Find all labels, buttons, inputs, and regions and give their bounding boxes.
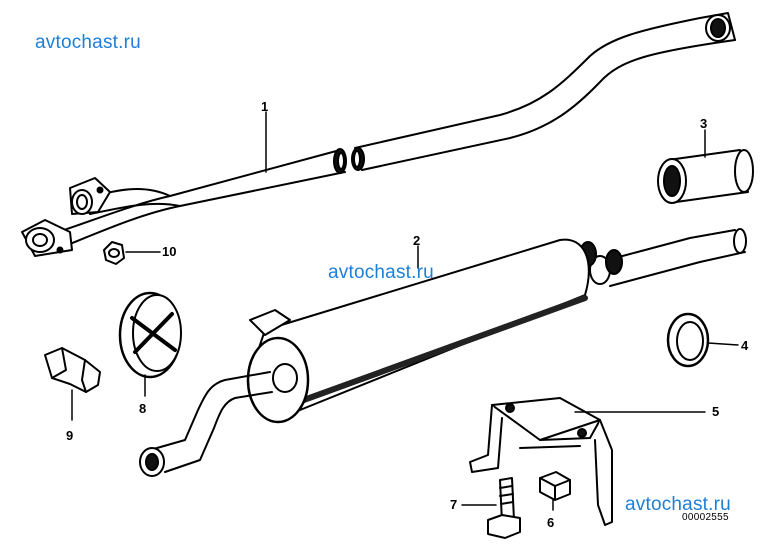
- front-pipe-part-1: [21, 148, 347, 257]
- muffler-part-2: [139, 228, 747, 477]
- sleeve-part-3: [657, 129, 754, 204]
- callout-10: 10: [162, 244, 177, 259]
- callout-7: 7: [450, 497, 458, 512]
- bolt-part-7: [461, 477, 521, 539]
- rubber-mount-part-8: [118, 291, 182, 397]
- callout-1: 1: [261, 99, 269, 114]
- callout-6: 6: [547, 515, 555, 530]
- clip-part-9: [44, 347, 101, 421]
- callout-8: 8: [139, 401, 147, 416]
- callout-9: 9: [66, 428, 74, 443]
- bracket-part-5: [469, 397, 706, 526]
- callout-5: 5: [712, 404, 720, 419]
- callout-4: 4: [741, 338, 749, 353]
- gasket-part-4: [666, 312, 739, 368]
- watermark-center: avtochast.ru: [328, 262, 434, 283]
- watermark-bottom-right: avtochast.ru: [625, 494, 731, 515]
- callout-3: 3: [700, 116, 708, 131]
- nut-part-10: [103, 241, 161, 265]
- callout-2: 2: [413, 233, 421, 248]
- block-part-6: [539, 471, 571, 511]
- watermark-top-left: avtochast.ru: [35, 32, 141, 53]
- rear-pipe-part-1: [351, 12, 736, 171]
- diagram-code: 00002555: [682, 512, 729, 523]
